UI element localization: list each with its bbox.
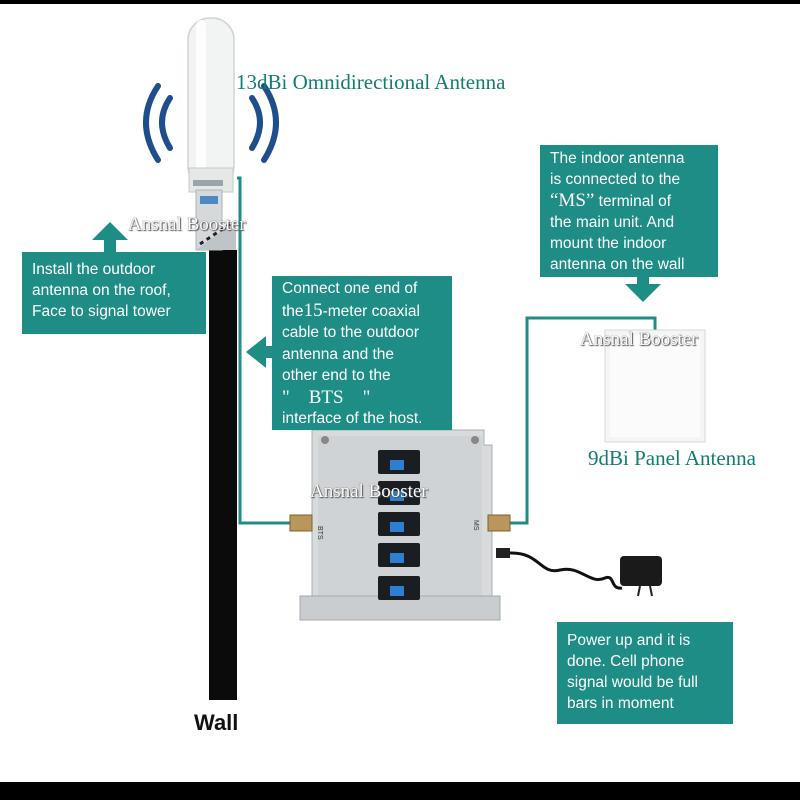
callout-cable-the: the <box>282 302 304 320</box>
callout-cable: Connect one end of the15-meter coaxial c… <box>272 276 452 430</box>
top-border <box>0 0 800 4</box>
watermark-booster: Ansnal Booster <box>310 481 428 502</box>
coax-cable-indoor <box>503 316 657 525</box>
callout-outdoor-line: Install the outdoor <box>32 261 156 278</box>
callout-indoor-terminal: terminal of <box>594 193 671 210</box>
coax-cable-outdoor <box>237 176 296 525</box>
callout-indoor-ms: “MS” <box>550 190 595 211</box>
callout-cable-coax: -meter coaxial <box>322 302 420 320</box>
panel-antenna-label: 9dBi Panel Antenna <box>588 446 756 470</box>
callout-power-line: bars in moment <box>567 695 674 712</box>
wall-label: Wall <box>194 710 239 735</box>
bottom-border <box>0 782 800 800</box>
callout-power: Power up and it is done. Cell phone sign… <box>557 622 733 724</box>
callout-indoor-antenna: The indoor antenna is connected to the “… <box>540 145 718 277</box>
port-label-ms: MS <box>472 520 479 531</box>
callout-cable-line: the15-meter coaxial <box>282 300 442 323</box>
callout-indoor-line: antenna on the wall <box>550 256 685 273</box>
signal-waves-icon <box>143 83 279 163</box>
callout-cable-bts: " BTS " <box>282 386 371 408</box>
callout-cable-line: antenna and the <box>282 345 395 363</box>
callout-outdoor-line: antenna on the roof, <box>32 282 171 299</box>
callout-outdoor-antenna: Install the outdoor antenna on the roof,… <box>22 252 206 334</box>
callout-cable-line: other end to the <box>282 367 391 384</box>
callout-power-line: Power up and it is <box>567 632 691 649</box>
callout-indoor-line: The indoor antenna <box>550 150 685 167</box>
callout-cable-line: interface of the host. <box>282 410 423 427</box>
callout-cable-line: cable to the outdoor <box>282 324 420 341</box>
port-label-bts: BTS <box>316 526 323 540</box>
callout-indoor-line: “MS” terminal of <box>550 190 708 212</box>
arrow-up-outdoor <box>92 222 128 252</box>
callout-indoor-line: mount the indoor <box>550 235 667 252</box>
booster-unit-icon <box>289 429 511 621</box>
callout-outdoor-line: Face to signal tower <box>32 303 171 320</box>
panel-antenna-icon <box>604 329 706 443</box>
wall-pole <box>209 250 237 700</box>
callout-indoor-line: is connected to the <box>550 171 681 188</box>
power-adapter-icon <box>620 556 662 597</box>
callout-cable-line: Connect one end of <box>282 280 418 297</box>
callout-power-line: done. Cell phone <box>567 653 685 670</box>
omni-antenna-label: 13dBi Omnidirectional Antenna <box>236 70 506 94</box>
callout-cable-length: 15 <box>303 299 323 321</box>
arrow-down-indoor <box>625 274 661 302</box>
arrow-left-cable <box>246 336 278 368</box>
callout-power-line: signal would be full <box>567 674 698 691</box>
callout-indoor-line: the main unit. And <box>550 214 675 231</box>
power-cable <box>509 551 623 590</box>
watermark-panel: Ansnal Booster <box>580 329 698 350</box>
watermark-antenna: Ansnal Booster <box>128 214 246 235</box>
omni-antenna-icon <box>187 17 236 251</box>
